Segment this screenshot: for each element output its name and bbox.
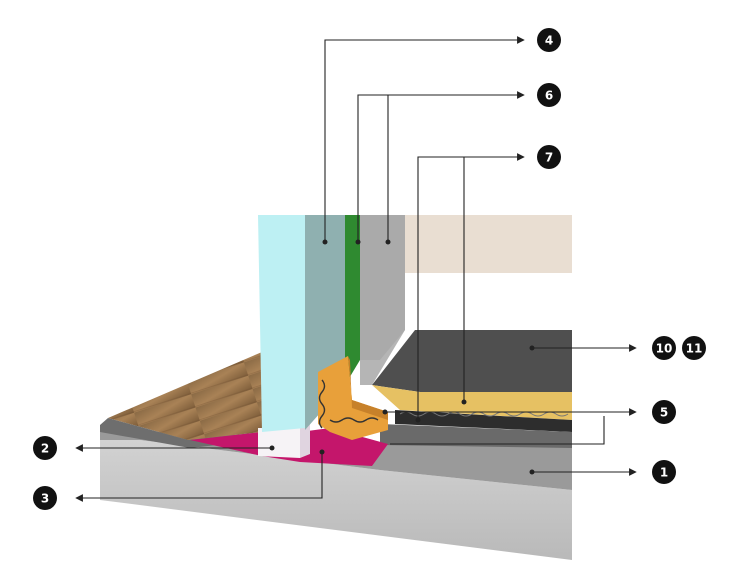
callout-1: 1 bbox=[652, 460, 676, 484]
svg-text:7: 7 bbox=[545, 151, 553, 165]
orange-angle-shade bbox=[348, 356, 388, 420]
lower-slab-band bbox=[380, 424, 572, 448]
svg-text:11: 11 bbox=[686, 342, 703, 356]
leader-5b bbox=[390, 416, 605, 445]
callout-7: 7 bbox=[537, 145, 561, 169]
sill-block-side bbox=[300, 424, 310, 458]
leader-3 bbox=[75, 452, 323, 502]
inner-grey-panel bbox=[360, 215, 405, 385]
insulation-layer bbox=[372, 385, 572, 420]
callout-4: 4 bbox=[537, 28, 561, 52]
svg-text:6: 6 bbox=[545, 89, 553, 103]
wall-face bbox=[258, 215, 305, 432]
callout-11: 11 bbox=[682, 336, 706, 360]
sill-block bbox=[258, 428, 300, 458]
ceiling-plane bbox=[405, 215, 572, 273]
callout-6: 6 bbox=[537, 83, 561, 107]
leader-6a bbox=[357, 91, 525, 242]
leader-4 bbox=[324, 36, 525, 242]
orange-angle-profile bbox=[318, 356, 388, 440]
svg-text:10: 10 bbox=[656, 342, 673, 356]
concrete-slab-side bbox=[100, 440, 572, 560]
svg-text:2: 2 bbox=[41, 442, 49, 456]
green-membrane bbox=[345, 215, 360, 385]
svg-text:5: 5 bbox=[660, 406, 668, 420]
callout-5: 5 bbox=[652, 400, 676, 424]
callout-10: 10 bbox=[652, 336, 676, 360]
callout-2: 2 bbox=[33, 436, 57, 460]
svg-text:3: 3 bbox=[41, 492, 49, 506]
svg-text:1: 1 bbox=[660, 466, 668, 480]
screed-layer bbox=[372, 330, 572, 392]
callout-3: 3 bbox=[33, 486, 57, 510]
svg-text:4: 4 bbox=[545, 34, 553, 48]
parquet-floor bbox=[108, 352, 262, 440]
leader-7a bbox=[417, 153, 525, 420]
angle-mesh-texture bbox=[318, 379, 379, 429]
